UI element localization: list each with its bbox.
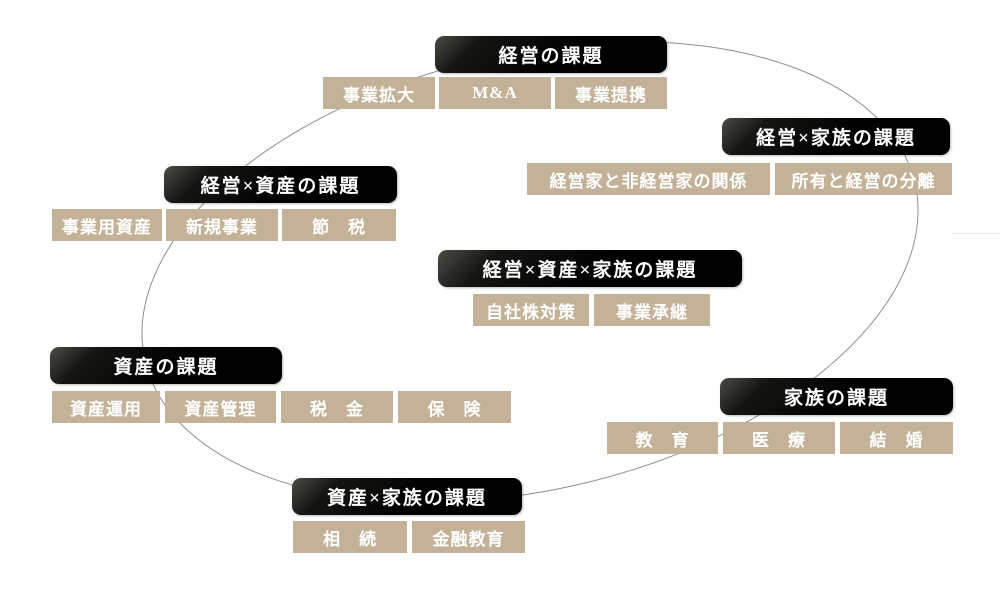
diagram-item: 所有と経営の分離 [775, 163, 952, 195]
diagram-item: 金融教育 [412, 521, 525, 553]
diagram-item: 資産運用 [52, 391, 160, 423]
diagram-item: M&A [439, 77, 551, 109]
diagram-item: 保 険 [398, 391, 511, 423]
faint-right-line [952, 233, 1000, 234]
diagram-item: 医 療 [723, 422, 835, 454]
header-management-asset-family: 経営×資産×家族の課題 [438, 250, 742, 287]
row-asset: 資産運用 資産管理 税 金 保 険 [52, 391, 511, 423]
row-management-asset: 事業用資産 新規事業 節 税 [52, 209, 396, 241]
row-management-asset-family: 自社株対策 事業承継 [473, 294, 710, 326]
header-asset: 資産の課題 [50, 347, 282, 384]
row-management: 事業拡大 M&A 事業提携 [323, 77, 667, 109]
diagram-item: 結 婚 [840, 422, 953, 454]
diagram-item: 事業承継 [594, 294, 710, 326]
diagram-item: 事業用資産 [52, 209, 162, 241]
header-family: 家族の課題 [720, 378, 953, 415]
row-asset-family: 相 続 金融教育 [293, 521, 525, 553]
diagram-item: 事業拡大 [323, 77, 435, 109]
row-family: 教 育 医 療 結 婚 [607, 422, 953, 454]
diagram-item: 自社株対策 [473, 294, 589, 326]
header-management: 経営の課題 [435, 36, 667, 73]
row-management-family: 経営家と非経営家の関係 所有と経営の分離 [527, 163, 952, 195]
diagram-item: 節 税 [282, 209, 396, 241]
header-asset-family: 資産×家族の課題 [292, 478, 522, 515]
header-management-family: 経営×家族の課題 [722, 118, 950, 155]
diagram-item: 経営家と非経営家の関係 [527, 163, 770, 195]
diagram-item: 新規事業 [166, 209, 278, 241]
diagram-item: 教 育 [607, 422, 718, 454]
diagram-item: 税 金 [281, 391, 393, 423]
diagram-item: 事業提携 [555, 77, 667, 109]
diagram-item: 資産管理 [165, 391, 276, 423]
diagram-item: 相 続 [293, 521, 407, 553]
header-management-asset: 経営×資産の課題 [164, 166, 397, 203]
